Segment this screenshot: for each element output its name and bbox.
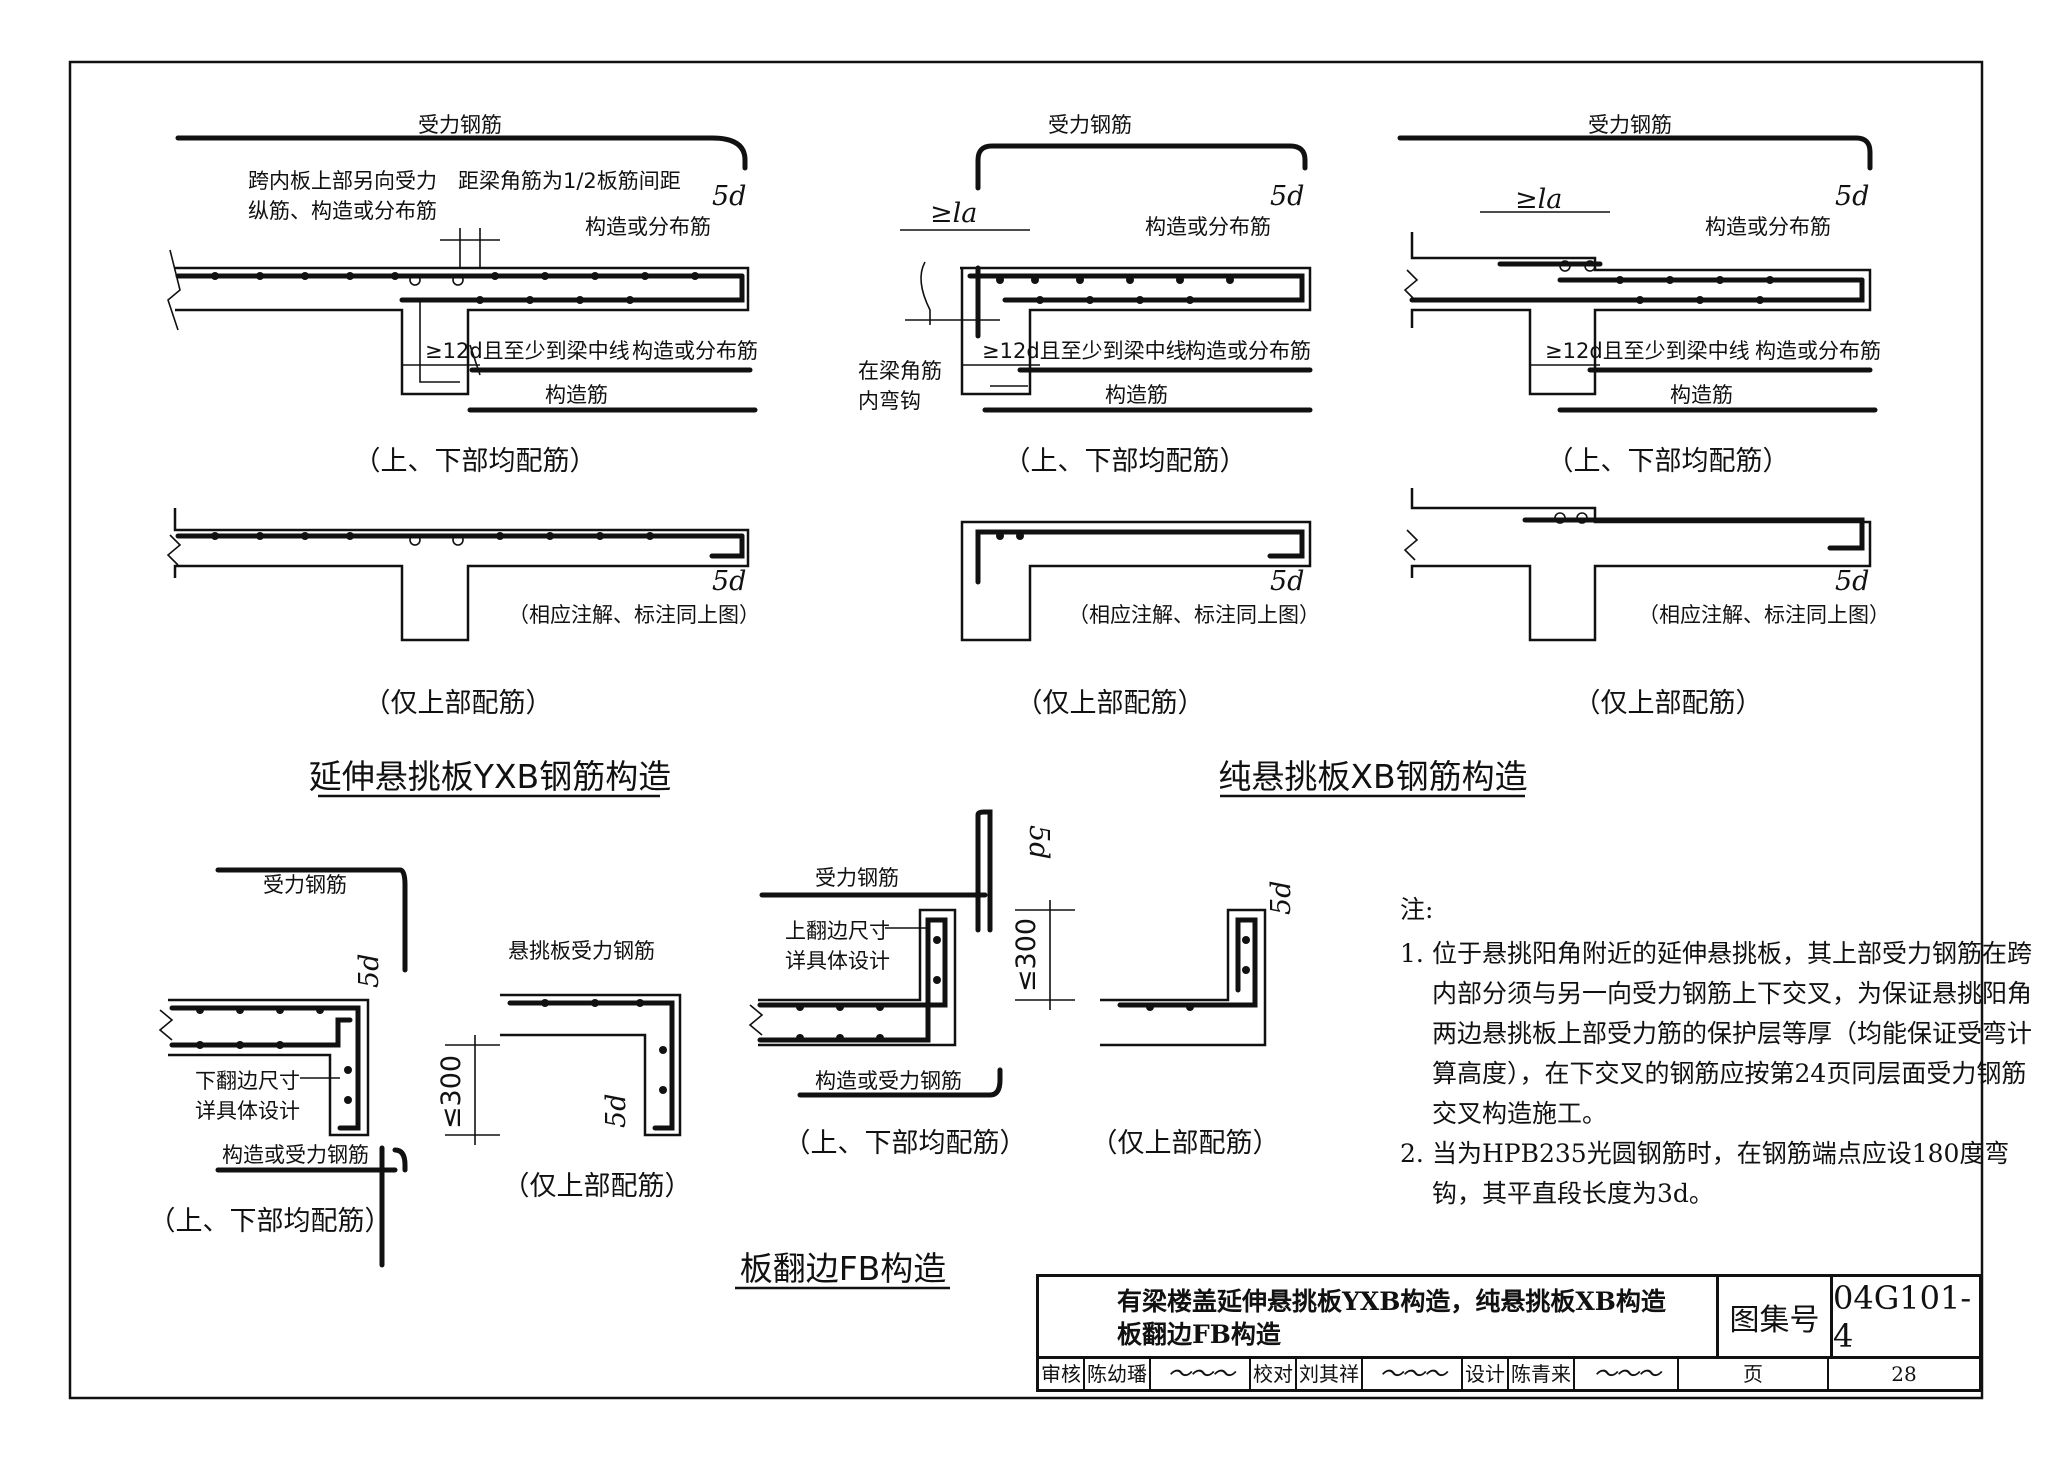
- label-constr-dist-5: 构造或分布筋: [1705, 215, 1831, 239]
- caption-top-4: （仅上部配筋）: [503, 1171, 692, 1202]
- note-item: 1. 位于悬挑阳角附近的延伸悬挑板，其上部受力钢筋在跨内部分须与另一向受力钢筋上…: [1400, 934, 2040, 1134]
- label-main-bar-2: 受力钢筋: [1048, 113, 1132, 137]
- label-anchor-2: ≥12d且至少到梁中线: [982, 339, 1187, 363]
- label-span-other: 跨内板上部另向受力: [248, 169, 437, 193]
- label-constr-dist-2: 构造或分布筋: [632, 339, 758, 363]
- note-item: 2. 当为HPB235光圆钢筋时，在钢筋端点应设180度弯钩，其平直段长度为3d…: [1400, 1134, 2040, 1214]
- label-corner-gap: 距梁角筋为1/2板筋间距: [458, 169, 681, 193]
- designer-signature: 〜〜〜: [1575, 1359, 1679, 1389]
- xb-right-both-detail: 受力钢筋 5d ≥la 构造或分布筋 ≥12d且至少到梁中线 构造或分布筋 构造…: [1397, 113, 1881, 477]
- signature-row: 审核 陈幼璠 〜〜〜 校对 刘其祥 〜〜〜 设计 陈青来 〜〜〜 页 28: [1039, 1359, 1979, 1389]
- label-constr-bar-3: 构造筋: [1670, 383, 1733, 407]
- label-cantilever-main: 悬挑板受力钢筋: [508, 939, 655, 963]
- label-5d-6: 5d: [354, 954, 385, 988]
- label-down-flange2: 详具体设计: [195, 1099, 300, 1123]
- label-le300-2: ≤300: [1011, 918, 1042, 992]
- review-label: 审核: [1039, 1359, 1085, 1389]
- checker-name: 刘其祥: [1297, 1359, 1363, 1389]
- notes-heading: 注:: [1400, 895, 1434, 924]
- label-5d-2: 5d: [1270, 181, 1304, 212]
- label-5d-5: 5d: [1835, 566, 1869, 597]
- label-la-2: ≥la: [1515, 184, 1562, 215]
- label-constr-bar: 构造筋: [545, 383, 608, 407]
- fb-down-both-detail: 受力钢筋 5d 下翻边尺寸 详具体设计 构造或受力钢筋 （上、下部均配筋）: [149, 867, 408, 1268]
- label-up-flange2: 详具体设计: [785, 949, 890, 973]
- caption-top-2: （仅上部配筋）: [1016, 688, 1205, 719]
- label-5d-9: 5d: [1266, 881, 1297, 915]
- caption-both-2: （上、下部均配筋）: [1004, 446, 1247, 477]
- label-constr-dist-6: 构造或分布筋: [1755, 339, 1881, 363]
- caption-top-3: （仅上部配筋）: [1574, 688, 1763, 719]
- note-num: 2.: [1400, 1139, 1424, 1168]
- label-5d-7: 5d: [601, 1094, 632, 1128]
- label-constr-bar-2: 构造筋: [1105, 383, 1168, 407]
- title-xb: 纯悬挑板XB钢筋构造: [1218, 757, 1527, 796]
- drawing-title: 有梁楼盖延伸悬挑板YXB构造，纯悬挑板XB构造 板翻边FB构造: [1039, 1277, 1719, 1359]
- drawing-title-line2: 板翻边FB构造: [1117, 1320, 1281, 1349]
- designer-name: 陈青来: [1509, 1359, 1575, 1389]
- set-label: 图集号: [1719, 1277, 1833, 1359]
- xb-both-detail: 受力钢筋 5d ≥la 构造或分布筋 在梁角筋 内弯钩 ≥12d且至少到梁中线 …: [858, 113, 1313, 477]
- label-anchor-3: ≥12d且至少到梁中线: [1545, 339, 1750, 363]
- label-5d-3: 5d: [1270, 566, 1304, 597]
- label-5d-8: 5d: [1023, 825, 1054, 859]
- caption-both-3: （上、下部均配筋）: [1547, 446, 1790, 477]
- note-text: 当为HPB235光圆钢筋时，在钢筋端点应设180度弯钩，其平直段长度为3d。: [1432, 1139, 2010, 1208]
- title-yxb: 延伸悬挑板YXB钢筋构造: [309, 757, 671, 796]
- notes-block: 注: 1. 位于悬挑阳角附近的延伸悬挑板，其上部受力钢筋在跨内部分须与另一向受力…: [1400, 890, 2040, 1214]
- label-constr-dist: 构造或分布筋: [585, 215, 711, 239]
- drawing-title-line1: 有梁楼盖延伸悬挑板YXB构造，纯悬挑板XB构造: [1117, 1287, 1666, 1316]
- label-constr-dist-3: 构造或分布筋: [1145, 215, 1271, 239]
- caption-top-5: （仅上部配筋）: [1091, 1128, 1280, 1159]
- yxb-top-detail: 5d （相应注解、标注同上图） （仅上部配筋）: [166, 508, 760, 719]
- label-same-as-above-3: （相应注解、标注同上图）: [1638, 603, 1890, 627]
- note-num: 1.: [1400, 939, 1424, 968]
- label-hook1: 在梁角筋: [858, 359, 942, 383]
- label-main-bar-4: 受力钢筋: [263, 873, 347, 897]
- caption-both-1: （上、下部均配筋）: [354, 446, 597, 477]
- label-constr-or-main-2: 构造或受力钢筋: [815, 1069, 962, 1093]
- label-5d: 5d: [712, 181, 746, 212]
- rebar-dots: [211, 272, 699, 304]
- design-label: 设计: [1463, 1359, 1509, 1389]
- title-fb: 板翻边FB构造: [740, 1249, 947, 1288]
- label-constr-or-main: 构造或受力钢筋: [222, 1143, 369, 1167]
- reviewer-name: 陈幼璠: [1085, 1359, 1151, 1389]
- note-text: 位于悬挑阳角附近的延伸悬挑板，其上部受力钢筋在跨内部分须与另一向受力钢筋上下交叉…: [1432, 939, 2033, 1128]
- fb-up-both-detail: 5d 受力钢筋 上翻边尺寸 详具体设计 构造或受力钢筋 ≤300 （上、下部均配…: [748, 809, 1075, 1159]
- label-5d: 5d: [712, 566, 746, 597]
- xb-top-detail: 5d （相应注解、标注同上图） （仅上部配筋）: [960, 520, 1320, 719]
- label-la: ≥la: [930, 198, 977, 229]
- label-up-flange1: 上翻边尺寸: [785, 919, 890, 943]
- label-main-bar: 受力钢筋: [418, 113, 502, 137]
- fb-down-top-detail: 悬挑板受力钢筋 ≤300 5d （仅上部配筋）: [436, 939, 692, 1202]
- set-number: 04G101-4: [1833, 1277, 1979, 1359]
- label-same-as-above-2: （相应注解、标注同上图）: [1068, 603, 1320, 627]
- label-main-bar-5: 受力钢筋: [815, 866, 899, 890]
- label-main-bar-3: 受力钢筋: [1588, 113, 1672, 137]
- page-number: 28: [1891, 1362, 1917, 1386]
- label-anchor: ≥12d且至少到梁中线: [425, 339, 630, 363]
- caption-both-5: （上、下部均配筋）: [784, 1128, 1027, 1159]
- label-span-other2: 纵筋、构造或分布筋: [248, 199, 437, 223]
- label-constr-dist-4: 构造或分布筋: [1185, 339, 1311, 363]
- label-5d-4: 5d: [1835, 181, 1869, 212]
- caption-both-4: （上、下部均配筋）: [149, 1206, 392, 1237]
- yxb-both-detail: 受力钢筋 5d 跨内板上部另向受力 纵筋、构造或分布筋 距梁角筋为1/2板筋间距…: [167, 113, 758, 477]
- checker-signature: 〜〜〜: [1363, 1359, 1463, 1389]
- caption-top-1: （仅上部配筋）: [364, 688, 553, 719]
- fb-up-top-detail: 5d （仅上部配筋）: [1091, 881, 1298, 1159]
- check-label: 校对: [1251, 1359, 1297, 1389]
- xb-right-top-detail: 5d （相应注解、标注同上图） （仅上部配筋）: [1403, 488, 1890, 719]
- label-same-as-above: （相应注解、标注同上图）: [508, 603, 760, 627]
- title-block: 有梁楼盖延伸悬挑板YXB构造，纯悬挑板XB构造 板翻边FB构造 图集号 04G1…: [1036, 1274, 1982, 1392]
- label-hook2: 内弯钩: [858, 389, 921, 413]
- label-le300: ≤300: [436, 1055, 467, 1129]
- label-down-flange1: 下翻边尺寸: [195, 1069, 300, 1093]
- sheet-border: [68, 60, 1984, 1400]
- page-label: 页: [1679, 1359, 1829, 1389]
- reviewer-signature: 〜〜〜: [1151, 1359, 1251, 1389]
